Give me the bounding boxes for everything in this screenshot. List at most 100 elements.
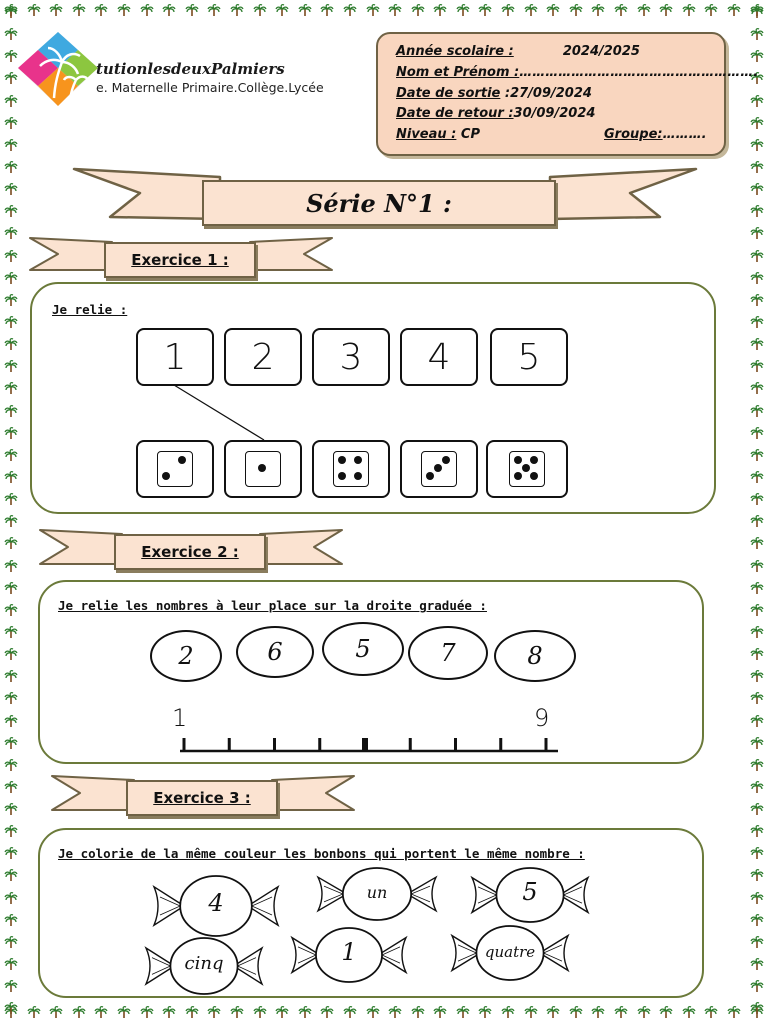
palm-tree-icon bbox=[320, 2, 334, 20]
number-box-2[interactable]: 2 bbox=[224, 328, 302, 386]
palm-tree-icon bbox=[4, 624, 18, 643]
palm-tree-icon bbox=[750, 380, 764, 399]
palm-tree-icon bbox=[750, 159, 764, 178]
dice-box-4[interactable] bbox=[400, 440, 478, 498]
die-pip bbox=[442, 456, 450, 464]
number-box-5[interactable]: 5 bbox=[490, 328, 568, 386]
number-line-tick[interactable] bbox=[318, 738, 322, 752]
number-oval-7[interactable]: 7 bbox=[408, 626, 488, 680]
number-line-tick[interactable] bbox=[362, 738, 368, 752]
palm-tree-icon bbox=[750, 558, 764, 577]
palm-tree-icon bbox=[4, 336, 18, 355]
number-line-tick[interactable] bbox=[499, 738, 503, 752]
palm-tree-icon bbox=[4, 115, 18, 134]
palm-tree-icon bbox=[750, 713, 764, 732]
palm-tree-icon bbox=[4, 646, 18, 665]
exercise-1-title: Exercice 1 : bbox=[104, 242, 256, 278]
example-connection-line bbox=[173, 384, 265, 441]
palm-tree-icon bbox=[4, 845, 18, 864]
number-box-4[interactable]: 4 bbox=[400, 328, 478, 386]
palm-tree-icon bbox=[365, 2, 380, 20]
palm-tree-icon bbox=[433, 1004, 447, 1022]
number-line-tick[interactable] bbox=[408, 738, 412, 752]
number-oval-5[interactable]: 5 bbox=[322, 622, 404, 676]
die-pip bbox=[338, 472, 346, 480]
palm-tree-icon bbox=[4, 912, 18, 931]
serie-title: Série N°1 : bbox=[202, 180, 556, 226]
palm-tree-icon bbox=[117, 2, 131, 20]
palm-tree-icon bbox=[750, 801, 764, 820]
palm-tree-icon bbox=[4, 425, 18, 444]
exercise-1-instruction: Je relie : bbox=[52, 302, 128, 317]
die-pip bbox=[338, 456, 346, 464]
palm-tree-icon bbox=[750, 602, 764, 621]
retour-label: Date de retour : bbox=[396, 106, 514, 121]
serie-title-text: Série N°1 : bbox=[306, 188, 452, 218]
palm-tree-icon bbox=[750, 580, 764, 599]
palm-tree-icon bbox=[478, 2, 493, 20]
palm-tree-icon bbox=[388, 2, 402, 20]
palm-tree-icon bbox=[750, 115, 764, 134]
candy-1[interactable]: 4 bbox=[152, 874, 280, 938]
palm-tree-icon bbox=[501, 2, 515, 20]
palm-tree-icon bbox=[411, 1004, 425, 1022]
dice-box-1[interactable] bbox=[136, 440, 214, 498]
palm-tree-icon bbox=[388, 1004, 402, 1022]
number-line-tick[interactable] bbox=[273, 738, 276, 752]
candy-label: un bbox=[366, 882, 388, 902]
die-face-icon bbox=[333, 451, 369, 487]
die-pip bbox=[522, 464, 530, 472]
palm-tree-icon bbox=[750, 1000, 764, 1019]
palm-tree-icon bbox=[750, 48, 764, 67]
candy-4[interactable]: cinq bbox=[144, 936, 264, 996]
number-line-tick[interactable] bbox=[454, 738, 457, 752]
number-line-tick[interactable] bbox=[182, 738, 186, 752]
number-line-tick[interactable] bbox=[544, 738, 548, 752]
palm-tree-icon bbox=[4, 248, 18, 267]
palm-tree-icon bbox=[4, 757, 18, 776]
number-line bbox=[180, 738, 558, 753]
candy-2[interactable]: un bbox=[316, 866, 438, 922]
palm-tree-icon bbox=[4, 314, 18, 333]
die-pip bbox=[426, 472, 434, 480]
exercise-2-title-text: Exercice 2 : bbox=[141, 543, 239, 561]
palm-tree-icon bbox=[546, 1004, 560, 1022]
nom-value[interactable]: ………………………………………………. bbox=[519, 65, 759, 80]
palm-tree-icon bbox=[659, 2, 673, 20]
palm-tree-icon bbox=[343, 1004, 357, 1022]
palm-tree-icon bbox=[750, 491, 764, 510]
candy-3[interactable]: 5 bbox=[470, 866, 590, 924]
palm-tree-icon bbox=[27, 1004, 41, 1022]
school-logo bbox=[14, 28, 102, 110]
number-oval-2[interactable]: 2 bbox=[150, 630, 222, 682]
palm-tree-icon bbox=[298, 2, 312, 20]
palm-tree-icon bbox=[546, 2, 560, 20]
palm-tree-icon bbox=[4, 779, 18, 798]
groupe-value[interactable]: ………. bbox=[662, 127, 707, 142]
palm-tree-icon bbox=[750, 823, 764, 842]
palm-tree-icon bbox=[4, 447, 18, 466]
dice-box-2[interactable] bbox=[224, 440, 302, 498]
palm-tree-icon bbox=[524, 1004, 538, 1022]
die-pip bbox=[514, 472, 522, 480]
dice-box-3[interactable] bbox=[312, 440, 390, 498]
number-line-tick[interactable] bbox=[227, 738, 231, 752]
palm-tree-icon bbox=[456, 2, 470, 20]
candy-label: 5 bbox=[522, 878, 538, 907]
candy-label: 1 bbox=[341, 938, 357, 967]
exercise-1-title-text: Exercice 1 : bbox=[131, 251, 229, 269]
groupe-label: Groupe: bbox=[604, 127, 663, 142]
palm-tree-icon bbox=[4, 48, 18, 67]
palm-tree-icon bbox=[750, 336, 764, 355]
candy-5[interactable]: 1 bbox=[290, 926, 408, 984]
dice-box-5[interactable] bbox=[486, 440, 568, 498]
palm-tree-icon bbox=[4, 159, 18, 178]
palm-tree-icon bbox=[591, 2, 606, 20]
palm-tree-icon bbox=[320, 1004, 334, 1022]
palm-border-top bbox=[0, 2, 768, 20]
number-oval-6[interactable]: 6 bbox=[236, 626, 314, 678]
number-oval-8[interactable]: 8 bbox=[494, 630, 576, 682]
candy-6[interactable]: quatre bbox=[450, 924, 570, 982]
palm-tree-icon bbox=[750, 425, 764, 444]
number-box-3[interactable]: 3 bbox=[312, 328, 390, 386]
